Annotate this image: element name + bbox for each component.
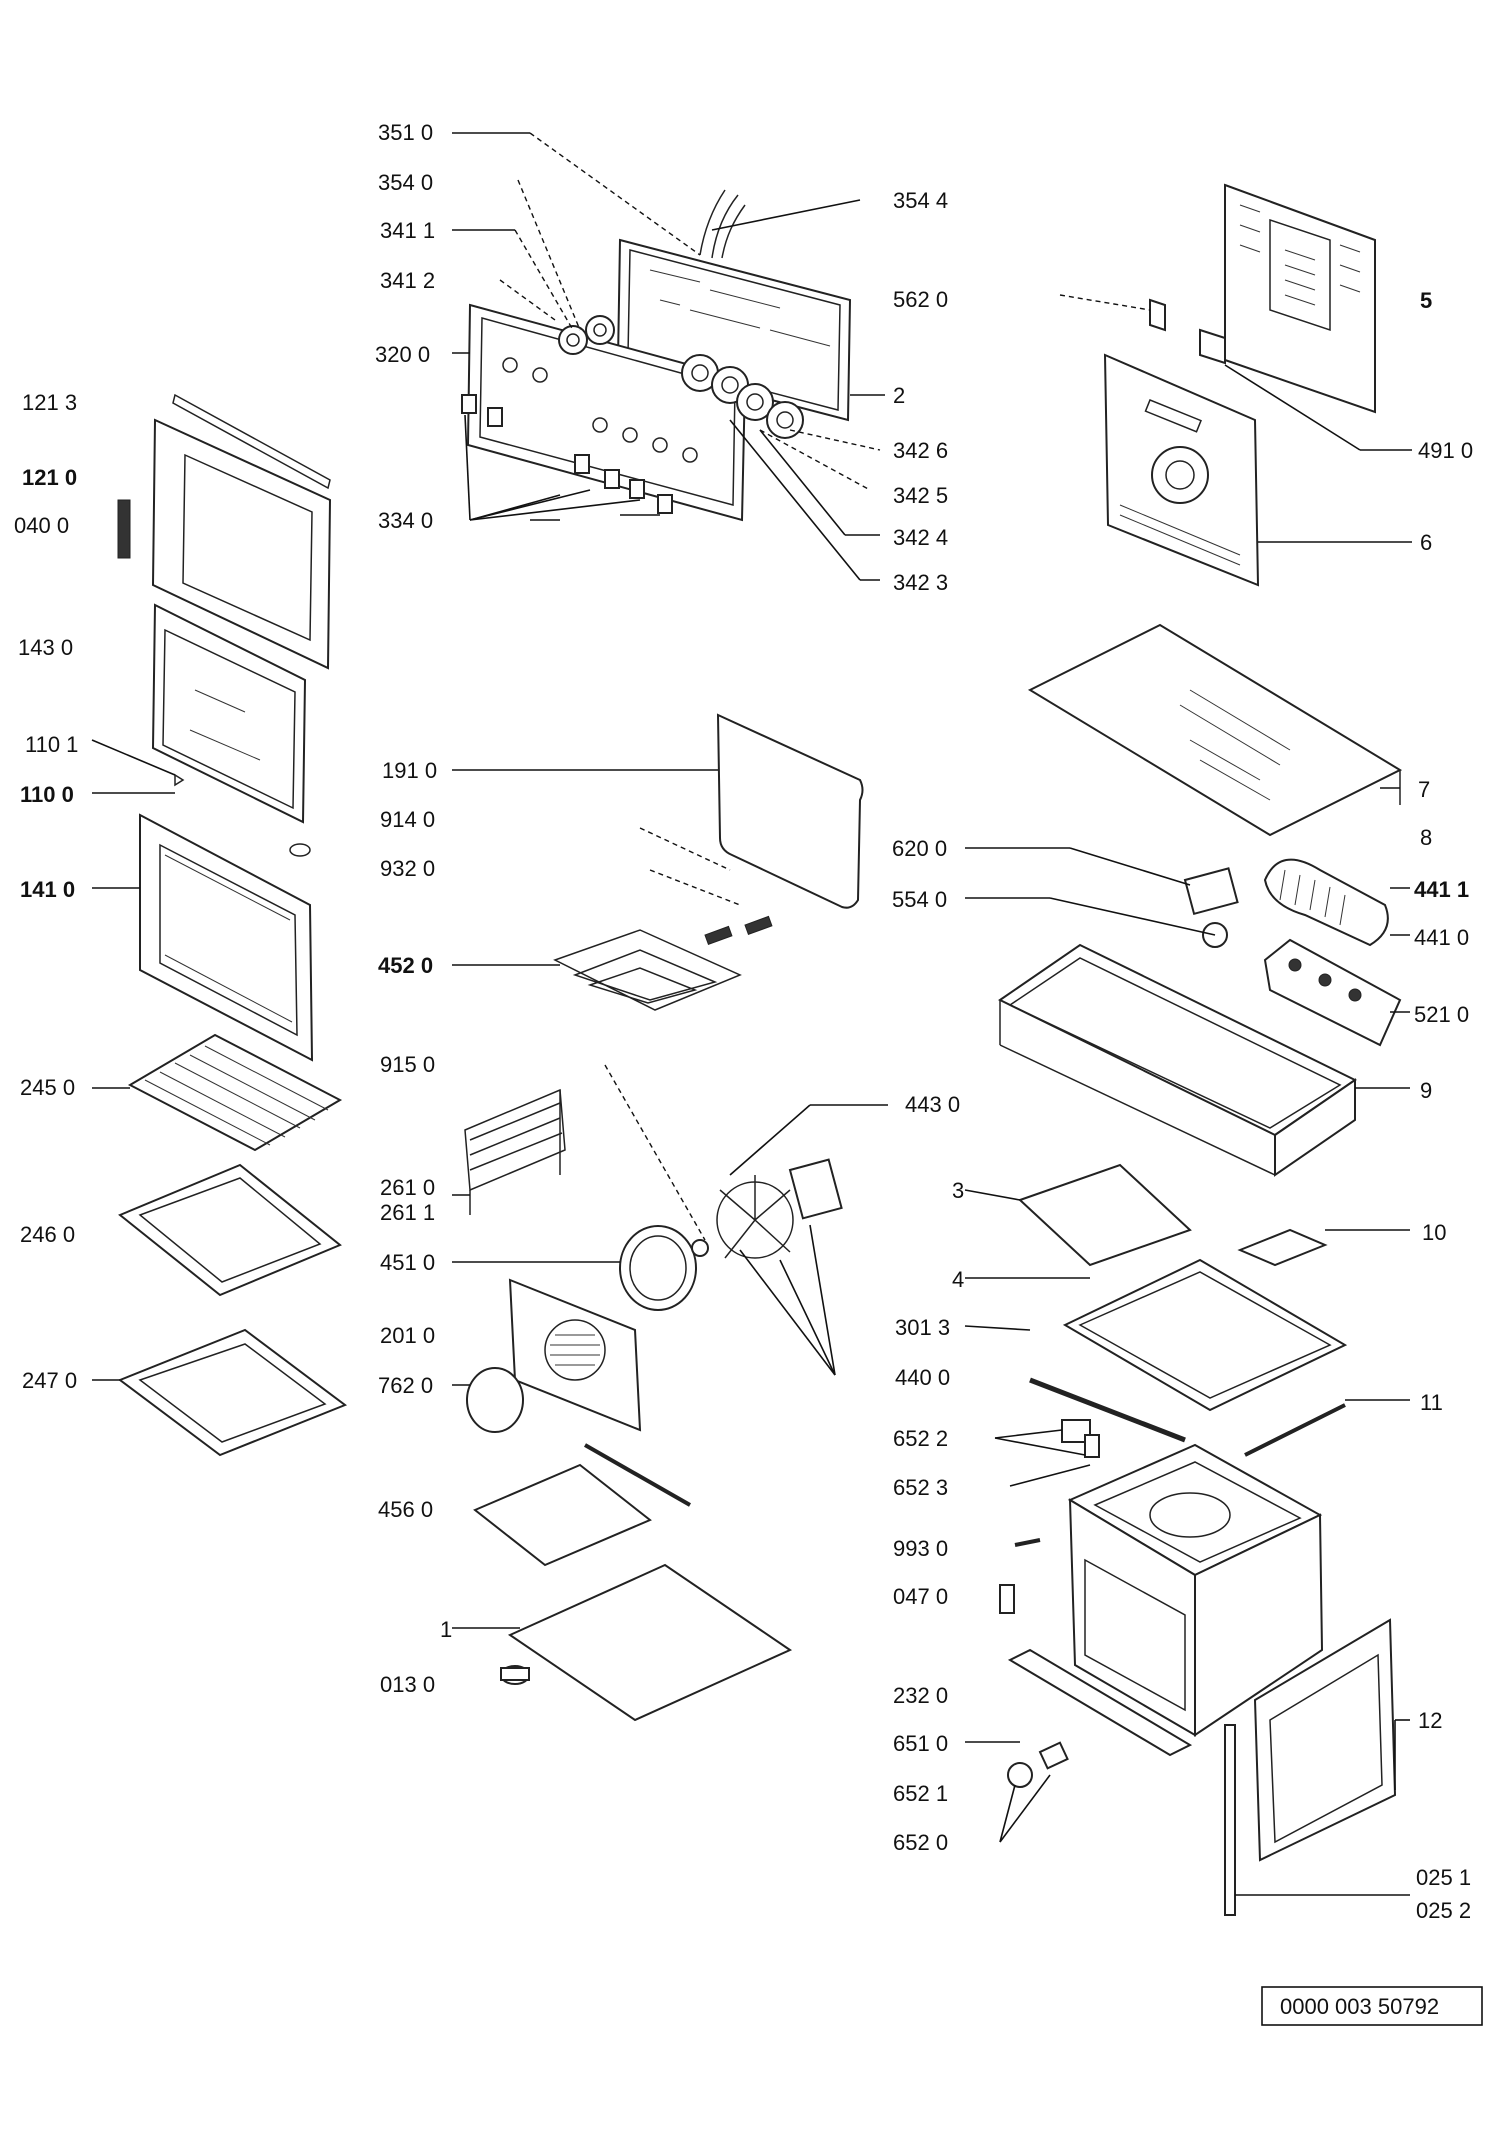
label-342-4: 342 4 <box>893 525 948 550</box>
label-351-0: 351 0 <box>378 120 433 145</box>
label-443-0: 443 0 <box>905 1092 960 1117</box>
label-452-0: 452 0 <box>378 953 433 978</box>
label-652-2: 652 2 <box>893 1426 948 1451</box>
label-1: 1 <box>440 1617 452 1642</box>
label-301-3: 301 3 <box>895 1315 950 1340</box>
door-group <box>117 393 348 1457</box>
leader-lines <box>91 132 1412 1896</box>
label-3: 3 <box>952 1178 964 1203</box>
label-562-0: 562 0 <box>893 287 948 312</box>
label-320-0: 320 0 <box>375 342 430 367</box>
label-110-0: 110 0 <box>20 782 74 807</box>
document-id: 0000 003 50792 <box>1280 1994 1439 2019</box>
label-013-0: 013 0 <box>380 1672 435 1697</box>
label-341-1: 341 1 <box>380 218 435 243</box>
label-342-5: 342 5 <box>893 483 948 508</box>
label-047-0: 047 0 <box>893 1584 948 1609</box>
label-652-0: 652 0 <box>893 1830 948 1855</box>
label-247-0: 247 0 <box>22 1368 77 1393</box>
part-labels: 351 0 354 0 341 1 341 2 320 0 334 0 354 … <box>14 120 1473 1923</box>
label-11: 11 <box>1420 1390 1443 1415</box>
label-554-0: 554 0 <box>892 887 947 912</box>
label-652-1: 652 1 <box>893 1781 948 1806</box>
label-4: 4 <box>952 1267 964 1292</box>
back-panel-group <box>1103 183 1376 587</box>
label-246-0: 246 0 <box>20 1222 75 1247</box>
label-932-0: 932 0 <box>380 856 435 881</box>
label-354-0: 354 0 <box>378 170 433 195</box>
label-245-0: 245 0 <box>20 1075 75 1100</box>
label-620-0: 620 0 <box>892 836 947 861</box>
control-panel-group <box>461 189 852 522</box>
label-342-6: 342 6 <box>893 438 948 463</box>
label-7: 7 <box>1418 777 1430 802</box>
label-12: 12 <box>1418 1708 1442 1733</box>
label-191-0: 191 0 <box>382 758 437 783</box>
label-121-0: 121 0 <box>22 465 77 490</box>
label-341-2: 341 2 <box>380 268 435 293</box>
label-915-0: 915 0 <box>380 1052 435 1077</box>
label-441-1: 441 1 <box>1414 877 1469 902</box>
label-261-0: 261 0 <box>380 1175 435 1200</box>
label-040-0: 040 0 <box>14 513 69 538</box>
label-143-0: 143 0 <box>18 635 73 660</box>
label-025-1: 025 1 <box>1416 1865 1471 1890</box>
label-261-1: 261 1 <box>380 1200 435 1225</box>
label-232-0: 232 0 <box>893 1683 948 1708</box>
label-110-1: 110 1 <box>25 732 78 757</box>
label-121-3: 121 3 <box>22 390 77 415</box>
document-id-box: 0000 003 50792 <box>1261 1986 1483 2026</box>
label-025-2: 025 2 <box>1416 1898 1471 1923</box>
label-914-0: 914 0 <box>380 807 435 832</box>
label-5: 5 <box>1420 288 1432 313</box>
label-652-3: 652 3 <box>893 1475 948 1500</box>
label-456-0: 456 0 <box>378 1497 433 1522</box>
label-521-0: 521 0 <box>1414 1002 1469 1027</box>
internal-parts-group <box>464 713 864 1722</box>
label-2: 2 <box>893 383 905 408</box>
label-762-0: 762 0 <box>378 1373 433 1398</box>
label-993-0: 993 0 <box>893 1536 948 1561</box>
label-6: 6 <box>1420 530 1432 555</box>
label-354-4: 354 4 <box>893 188 948 213</box>
label-441-0: 441 0 <box>1414 925 1469 950</box>
label-8: 8 <box>1420 825 1432 850</box>
cabinet-parts-group <box>998 623 1403 1916</box>
label-9: 9 <box>1420 1078 1432 1103</box>
label-201-0: 201 0 <box>380 1323 435 1348</box>
label-141-0: 141 0 <box>20 877 75 902</box>
label-491-0: 491 0 <box>1418 438 1473 463</box>
label-440-0: 440 0 <box>895 1365 950 1390</box>
label-342-3: 342 3 <box>893 570 948 595</box>
label-10: 10 <box>1422 1220 1446 1245</box>
label-651-0: 651 0 <box>893 1731 948 1756</box>
label-334-0: 334 0 <box>378 508 433 533</box>
label-451-0: 451 0 <box>380 1250 435 1275</box>
